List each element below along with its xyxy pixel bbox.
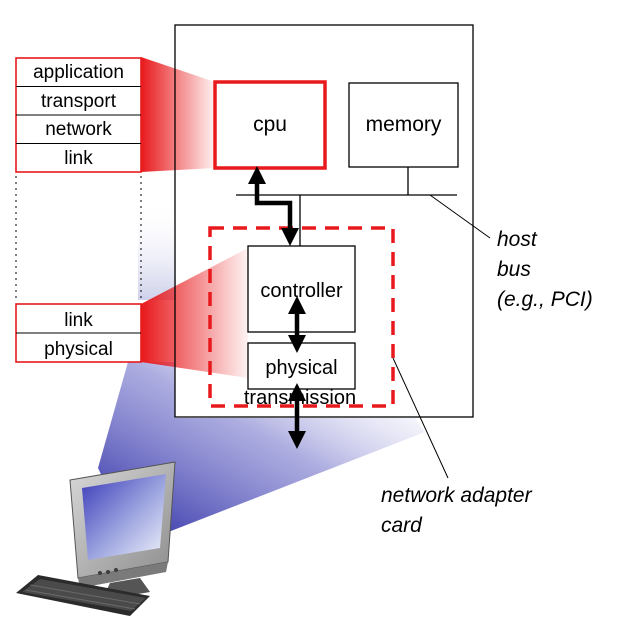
monitor-screen: [82, 474, 166, 560]
bus-annotation-line2: bus: [497, 258, 531, 281]
stack-gap-shade: [138, 200, 176, 300]
memory-box: memory: [348, 82, 459, 168]
memory-label: memory: [366, 113, 442, 136]
stack-layer-link: link: [64, 148, 93, 169]
nic-annotation-line2: card: [381, 514, 423, 537]
stack-layer-link-bottom: link: [64, 310, 93, 331]
stack-layer-application: application: [33, 62, 124, 83]
physical-transmission-box: physical: [247, 342, 356, 390]
transmission-label: transmission: [244, 387, 356, 409]
nic-leader-line: [392, 357, 449, 479]
stack-layer-transport: transport: [41, 91, 117, 112]
stack-layer-network: network: [45, 119, 112, 140]
physical-label: physical: [265, 357, 337, 379]
cpu-label: cpu: [253, 113, 287, 136]
controller-label: controller: [260, 280, 343, 302]
bus-annotation-line1: host: [497, 228, 538, 251]
network-adapter-outline: [208, 226, 395, 408]
desktop-computer-icon: [16, 461, 176, 616]
cpu-box: cpu: [213, 80, 327, 170]
controller-box: controller: [247, 245, 356, 333]
host-box: [174, 24, 474, 418]
bus-annotation-line3: (e.g., PCI): [497, 288, 593, 311]
red-funnel-cpu: [141, 57, 215, 172]
blue-funnel: [98, 362, 425, 545]
stack-layer-physical: physical: [44, 339, 113, 360]
nic-annotation-line1: network adapter: [381, 484, 533, 507]
protocol-stack-top: application transport network link: [15, 57, 142, 173]
cpu-controller-arrow: [248, 166, 299, 246]
red-funnel-nic: [141, 248, 248, 378]
bus-leader-line: [429, 194, 491, 239]
protocol-stack-bottom: link physical: [15, 303, 142, 363]
